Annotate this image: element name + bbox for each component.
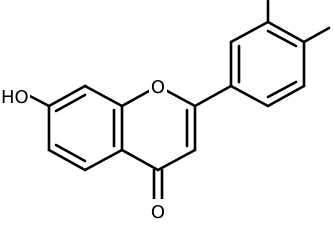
bonds (24, 0, 331, 202)
bond-c4p-methyl (302, 26, 331, 44)
hydroxyl-bg (0, 86, 30, 108)
atom-labels: O O HO (0, 75, 169, 223)
molecule-diagram: O O HO (0, 0, 331, 223)
bond-c5p-c6p-inner (266, 80, 298, 99)
bond-c4-c4a (120, 148, 160, 172)
bond-c3-c4 (156, 148, 197, 172)
carbonyl-oxygen-label: O (151, 202, 165, 223)
bond-c8-c7 (47, 84, 87, 108)
bond-c6-c5 (47, 148, 87, 172)
bond-c5-c4a (83, 148, 124, 172)
structure-canvas: O O HO (0, 0, 331, 223)
ring-oxygen-bg (149, 75, 167, 97)
bond-c6p-c1p (229, 84, 270, 108)
ring-oxygen-label: O (151, 77, 165, 98)
bond-c6-c5-inner (54, 143, 87, 163)
bond-c8-c7-inner (54, 93, 87, 113)
bond-c8a-c8 (83, 84, 124, 108)
bond-c2p-c3p (229, 20, 270, 44)
bond-c5p-c6p (266, 84, 306, 108)
bond-c2-c1p (193, 84, 233, 108)
carbonyl-oxygen-bg (147, 199, 169, 223)
bond-c3p-c4p-inner (266, 29, 298, 48)
hydroxyl-label: HO (1, 87, 29, 108)
bond-c3p-c4p (266, 20, 306, 44)
